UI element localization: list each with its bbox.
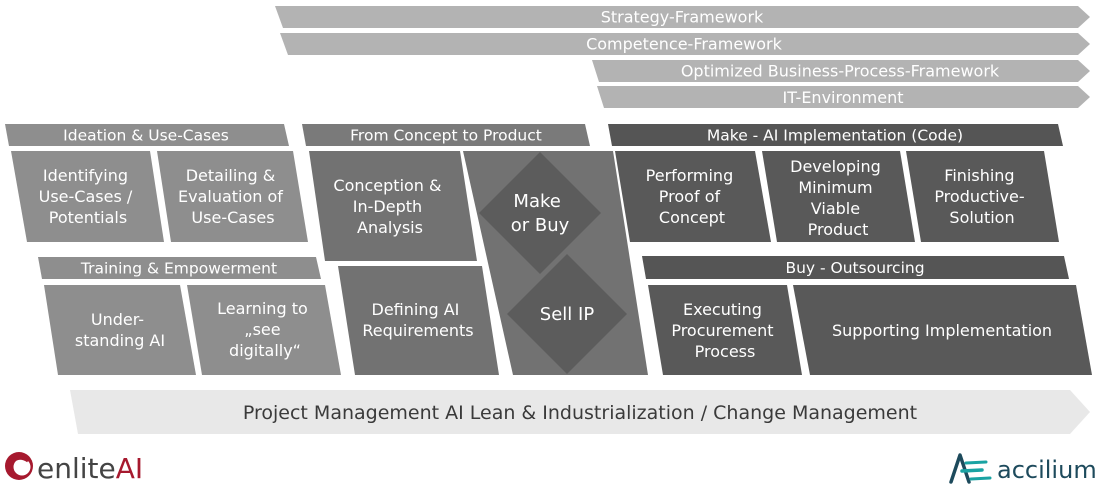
svg-text:Training & Empowerment: Training & Empowerment: [80, 260, 277, 278]
svg-text:accilium: accilium: [997, 456, 1097, 484]
identifying-use-cases-box: Identifying Use-Cases / Potentials: [11, 151, 164, 242]
project-management-label: Project Management AI Lean & Industriali…: [243, 402, 917, 424]
mvp-box: Developing Minimum Viable Product: [762, 151, 915, 242]
svg-text:Make or Buy: Make or Buy: [511, 191, 570, 236]
svg-text:From Concept to Product: From Concept to Product: [350, 127, 542, 145]
svg-text:Performing Proof of: Performing Proof of Concept: [646, 166, 739, 227]
svg-text:Executing Procurement: Executing Procurement Process: [671, 300, 778, 361]
strategy-framework-arrow: Strategy-Framework: [275, 6, 1090, 28]
productive-solution-box: Finishing Productive- Solution: [906, 151, 1059, 242]
concept-header: From Concept to Product: [302, 124, 590, 146]
learning-to-see-digitally-box: Learning to „see digitally“: [187, 285, 341, 375]
svg-text:Conception & In-Depth: Conception & In-Depth Analysis: [333, 176, 446, 237]
detailing-evaluation-box: Detailing & Evaluation of Use-Cases: [157, 151, 308, 242]
buy-header: Buy - Outsourcing: [642, 256, 1069, 279]
competence-framework-label: Competence-Framework: [586, 35, 783, 54]
svg-text:Under- standing AI: Under- standing AI: [75, 310, 165, 350]
enlite-ai-logo: enliteAI: [5, 452, 143, 485]
svg-text:Ideation & Use-Cases: Ideation & Use-Cases: [63, 127, 229, 145]
svg-text:enliteAI: enliteAI: [37, 452, 143, 485]
accilium-logo: accilium: [949, 453, 1097, 484]
sell-ip-diamond: Sell IP: [507, 254, 627, 374]
svg-text:Finishing Productive-: Finishing Productive- Solution: [934, 166, 1029, 227]
strategy-framework-label: Strategy-Framework: [601, 8, 764, 27]
defining-ai-requirements-box: Defining AI Requirements: [338, 266, 499, 375]
it-environment-arrow: IT-Environment: [597, 86, 1090, 108]
accilium-logo-mark-icon: [949, 453, 992, 484]
svg-text:Defining AI Requirements: Defining AI Requirements: [362, 300, 473, 340]
competence-framework-arrow: Competence-Framework: [280, 33, 1090, 55]
business-process-framework-arrow: Optimized Business-Process-Framework: [592, 60, 1090, 82]
svg-text:Identifying Use-Cases /: Identifying Use-Cases / Potentials: [39, 166, 138, 227]
ideation-header: Ideation & Use-Cases: [5, 124, 289, 146]
training-header: Training & Empowerment: [38, 257, 321, 279]
svg-text:Learning to „see d: Learning to „see digitally“: [217, 299, 313, 360]
svg-text:Make - AI Implementation (Code: Make - AI Implementation (Code): [707, 127, 963, 145]
it-environment-label: IT-Environment: [783, 88, 904, 107]
business-process-framework-label: Optimized Business-Process-Framework: [681, 62, 1000, 81]
make-header: Make - AI Implementation (Code): [608, 124, 1063, 146]
proof-of-concept-box: Performing Proof of Concept: [615, 151, 771, 242]
svg-text:Buy - Outsourcing: Buy - Outsourcing: [785, 259, 924, 277]
conception-analysis-box: Conception & In-Depth Analysis: [309, 151, 477, 261]
svg-text:Sell IP: Sell IP: [540, 304, 595, 325]
svg-text:Supporting Implementation: Supporting Implementation: [832, 321, 1052, 340]
make-or-buy-diamond: Make or Buy: [479, 152, 601, 274]
supporting-implementation-box: Supporting Implementation: [793, 285, 1092, 375]
project-management-arrow: Project Management AI Lean & Industriali…: [70, 390, 1090, 434]
svg-text:Detailing & Evaluation o: Detailing & Evaluation of Use-Cases: [178, 166, 288, 227]
procurement-process-box: Executing Procurement Process: [648, 285, 802, 375]
svg-text:Developing Minimum: Developing Minimum Viable Product: [790, 157, 886, 239]
understanding-ai-box: Under- standing AI: [44, 285, 196, 375]
